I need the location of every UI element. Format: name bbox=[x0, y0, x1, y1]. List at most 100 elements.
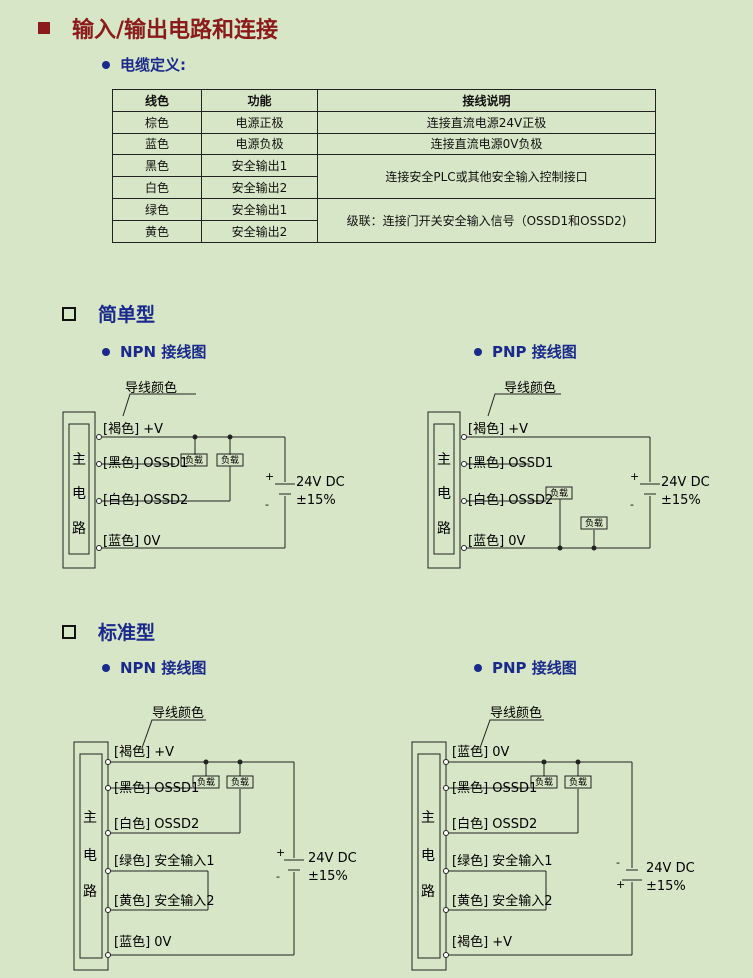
supply-voltage: 24V DC bbox=[646, 861, 695, 876]
supply-voltage: 24V DC bbox=[661, 475, 710, 490]
wire-color-lead: 导线颜色 bbox=[490, 705, 542, 721]
standard-heading: 标准型 bbox=[62, 618, 155, 645]
bullet-dot-icon bbox=[474, 347, 482, 356]
wire-label: [蓝色] 0V bbox=[103, 533, 161, 549]
simple-heading-text: 简单型 bbox=[98, 304, 156, 326]
load-box bbox=[226, 775, 254, 789]
load-label: 负载 bbox=[569, 776, 587, 788]
main-circuit-char: 路 bbox=[83, 884, 97, 900]
standard-pnp-diagram: 负载 负载 导线颜色 主 电 路 [蓝色] 0V [黑色] OSSD1 [白色]… bbox=[411, 705, 695, 971]
main-circuit-char: 路 bbox=[437, 521, 451, 537]
cell-desc: 连接直流电源0V负极 bbox=[317, 132, 656, 156]
bullet-dot-icon bbox=[102, 347, 110, 356]
standard-pnp-title: PNP 接线图 bbox=[474, 657, 577, 678]
wire-label: [黄色] 安全输入2 bbox=[114, 893, 215, 909]
main-circuit-char: 路 bbox=[72, 521, 86, 537]
wire-label: [黑色] OSSD1 bbox=[452, 780, 537, 796]
load-box bbox=[580, 516, 608, 530]
checkbox-square-icon bbox=[62, 306, 76, 321]
wire-label: [褐色] +V bbox=[114, 744, 174, 760]
main-circuit-box bbox=[411, 741, 447, 971]
load-label: 负载 bbox=[585, 517, 603, 529]
table-row: 蓝色 电源负极 连接直流电源0V负极 bbox=[112, 132, 656, 156]
wire-label: [绿色] 安全输入1 bbox=[114, 853, 215, 869]
standard-npn-diagram: 负载 负载 导线颜色 主 电 路 [褐色] +V [黑色] OSSD1 [白色]… bbox=[73, 705, 357, 971]
page-title-text: 输入/输出电路和连接 bbox=[72, 18, 279, 43]
table-row: 黑色 安全输出1 连接安全PLC或其他安全输入控制接口 bbox=[112, 154, 656, 199]
supply-tolerance: ±15% bbox=[296, 493, 336, 508]
bullet-dot-icon bbox=[102, 663, 110, 672]
cell-desc: 级联：连接门开关安全输入信号（OSSD1和OSSD2) bbox=[317, 197, 656, 243]
cell-function: 安全输出1 bbox=[201, 154, 318, 178]
main-circuit-char: 电 bbox=[72, 486, 86, 502]
load-box bbox=[180, 453, 208, 467]
supply-voltage: 24V DC bbox=[308, 851, 357, 866]
minus-sign: - bbox=[276, 870, 280, 883]
cell-function: 安全输出1 bbox=[201, 197, 318, 221]
simple-pnp-title-text: PNP 接线图 bbox=[492, 343, 577, 361]
load-label: 负载 bbox=[185, 454, 203, 466]
supply-tolerance: ±15% bbox=[308, 869, 348, 884]
load-label: 负载 bbox=[221, 454, 239, 466]
simple-heading: 简单型 bbox=[62, 300, 155, 327]
wire-label: [白色] OSSD2 bbox=[468, 492, 553, 508]
standard-pnp-title-text: PNP 接线图 bbox=[492, 659, 577, 677]
load-box bbox=[564, 775, 592, 789]
wire-label: [黑色] OSSD1 bbox=[103, 455, 188, 471]
minus-sign: - bbox=[616, 856, 620, 869]
simple-npn-title-text: NPN 接线图 bbox=[120, 343, 207, 361]
table-row: 黄色 安全输出2 bbox=[112, 219, 656, 243]
col-header-function: 功能 bbox=[201, 89, 318, 112]
wire-label: [白色] OSSD2 bbox=[452, 816, 537, 832]
load-box bbox=[530, 775, 558, 789]
wire-label: [绿色] 安全输入1 bbox=[452, 853, 553, 869]
plus-sign: + bbox=[630, 470, 639, 483]
cell-color: 黄色 bbox=[112, 219, 202, 243]
table-row: 绿色 安全输出1 级联：连接门开关安全输入信号（OSSD1和OSSD2) bbox=[112, 197, 656, 243]
main-circuit-char: 电 bbox=[437, 486, 451, 502]
standard-heading-text: 标准型 bbox=[98, 622, 156, 644]
load-box bbox=[216, 453, 244, 467]
standard-npn-title: NPN 接线图 bbox=[102, 657, 206, 678]
cable-heading: 电缆定义: bbox=[102, 54, 186, 75]
load-box bbox=[545, 486, 573, 500]
standard-npn-title-text: NPN 接线图 bbox=[120, 659, 207, 677]
cell-function: 电源正极 bbox=[201, 110, 318, 134]
main-circuit-char: 主 bbox=[421, 810, 435, 826]
simple-npn-title: NPN 接线图 bbox=[102, 341, 206, 362]
wire-color-lead: 导线颜色 bbox=[125, 380, 177, 396]
supply-voltage: 24V DC bbox=[296, 475, 345, 490]
wire-color-lead: 导线颜色 bbox=[152, 705, 204, 721]
main-circuit-box bbox=[73, 741, 109, 971]
col-header-color: 线色 bbox=[112, 89, 202, 112]
square-bullet-icon bbox=[38, 22, 50, 34]
main-circuit-char: 主 bbox=[83, 810, 97, 826]
main-circuit-box bbox=[427, 411, 461, 569]
main-circuit-char: 电 bbox=[83, 848, 97, 864]
wire-label: [黄色] 安全输入2 bbox=[452, 893, 553, 909]
load-label: 负载 bbox=[550, 487, 568, 499]
cell-desc: 连接直流电源24V正极 bbox=[317, 110, 656, 134]
table-row: 棕色 电源正极 连接直流电源24V正极 bbox=[112, 110, 656, 134]
col-header-desc: 接线说明 bbox=[317, 89, 656, 112]
simple-pnp-diagram: 负载 负载 导线颜色 主 电 路 [褐色] +V [黑色] OSSD1 [白色]… bbox=[427, 380, 710, 569]
cell-desc: 连接安全PLC或其他安全输入控制接口 bbox=[317, 154, 656, 199]
cable-heading-text: 电缆定义: bbox=[120, 56, 186, 74]
cell-color: 蓝色 bbox=[112, 132, 202, 156]
wire-label: [褐色] +V bbox=[468, 421, 528, 437]
wire-label: [蓝色] 0V bbox=[468, 533, 526, 549]
load-box bbox=[192, 775, 220, 789]
cell-function: 安全输出2 bbox=[201, 176, 318, 199]
plus-sign: + bbox=[276, 846, 285, 859]
main-circuit-char: 电 bbox=[421, 848, 435, 864]
table-header-row: 线色 功能 接线说明 bbox=[112, 89, 656, 112]
main-circuit-char: 主 bbox=[437, 452, 451, 468]
main-circuit-char: 主 bbox=[72, 452, 86, 468]
wire-label: [蓝色] 0V bbox=[452, 744, 510, 760]
bullet-dot-icon bbox=[102, 60, 110, 69]
supply-tolerance: ±15% bbox=[646, 879, 686, 894]
wire-label: [褐色] +V bbox=[452, 934, 512, 950]
checkbox-square-icon bbox=[62, 624, 76, 639]
wire-label: [蓝色] 0V bbox=[114, 934, 172, 950]
page-title: 输入/输出电路和连接 bbox=[38, 12, 278, 44]
